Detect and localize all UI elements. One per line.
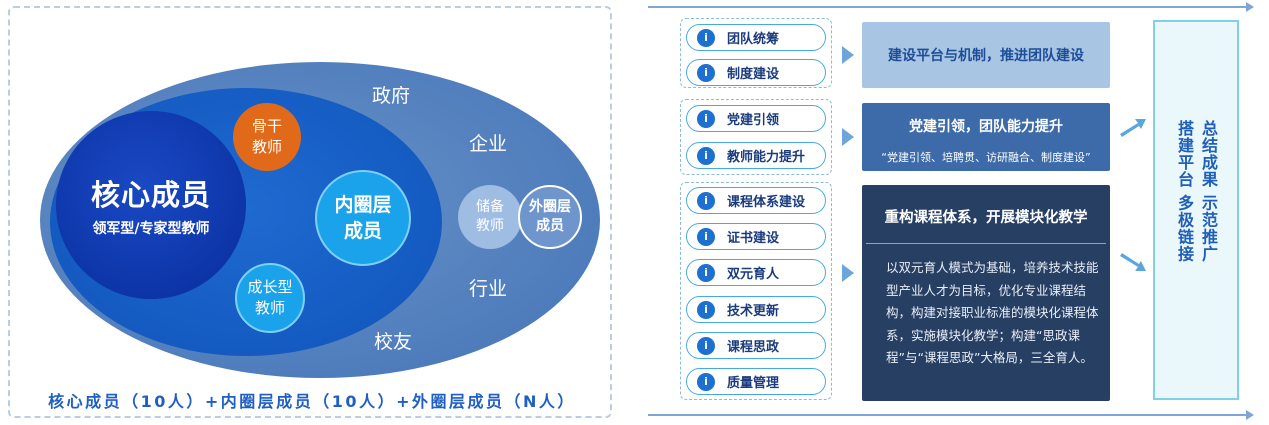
- pill-quality-management: i 质量管理: [686, 368, 826, 395]
- region-government: 政府: [372, 85, 411, 107]
- core-members-title: 核心成员: [90, 178, 211, 212]
- pill-certificate: i 证书建设: [686, 223, 826, 250]
- backbone-label-1: 骨干: [251, 117, 282, 135]
- group-box-3: [680, 182, 832, 400]
- reserve-label-1: 储备: [476, 199, 504, 215]
- pill-teacher-ability: i 教师能力提升: [686, 142, 826, 169]
- bottom-flow-arrow: [648, 410, 1254, 420]
- growth-teacher-circle: 成长型 教师: [235, 263, 305, 333]
- inner-label-2: 成员: [343, 220, 382, 242]
- pill-label: 制度建设: [727, 67, 780, 82]
- curved-arrow-icon: [1120, 119, 1146, 137]
- summary-text-2: 搭建平台 多极链接: [1175, 120, 1194, 263]
- group-box-1: [680, 18, 832, 88]
- inner-label-1: 内圈层: [334, 194, 392, 216]
- group-box-2: [680, 99, 832, 175]
- arrow-right-icon: [842, 264, 854, 282]
- reserve-teacher-circle: 储备 教师: [458, 185, 522, 249]
- pill-label: 教师能力提升: [727, 150, 806, 165]
- summary-box: 总结成果 示范推广 搭建平台 多极链接: [1153, 20, 1239, 400]
- member-count-caption: 核心成员（10人）+内圈层成员（10人）+外圈层成员（N人）: [48, 392, 576, 411]
- growth-label-1: 成长型: [247, 278, 293, 296]
- pill-label: 团队统筹: [727, 32, 780, 47]
- pill-label: 课程思政: [727, 340, 780, 355]
- region-industry: 行业: [469, 278, 508, 300]
- pill-ideological-course: i 课程思政: [686, 332, 826, 359]
- pill-label: 技术更新: [727, 304, 780, 319]
- inner-layer-circle: 内圈层 成员: [315, 170, 411, 266]
- outer-layer-label-1: 外圈层: [529, 199, 571, 215]
- person-icon: i: [697, 146, 715, 165]
- pill-system-building: i 制度建设: [686, 59, 826, 86]
- banner-title: 建设平台与机制，推进团队建设: [888, 48, 1084, 64]
- banner-subtitle: “党建引领、培聘贯、访研融合、制度建设”: [881, 151, 1091, 164]
- person-icon: i: [697, 227, 715, 246]
- reserve-label-2: 教师: [476, 218, 504, 234]
- outer-layer-label-2: 成员: [536, 218, 564, 234]
- top-flow-arrow: [648, 2, 1254, 12]
- summary-text-1: 总结成果 示范推广: [1199, 120, 1218, 263]
- member-structure-panel: 核心成员 领军型/专家型教师 骨干 教师 内圈层 成员 成长型 教师 储备 教师…: [8, 6, 612, 418]
- person-icon: i: [697, 191, 715, 210]
- pill-label: 质量管理: [727, 376, 780, 391]
- banner-body: 以双元育人模式为基础，培养技术技能型产业人才为目标，优化专业课程结构，构建对接职…: [886, 260, 1099, 365]
- person-icon: i: [697, 109, 715, 128]
- banner-curriculum-reform: 重构课程体系，开展模块化教学 以双元育人模式为基础，培养技术技能型产业人才为目标…: [862, 185, 1110, 401]
- core-members-subtitle: 领军型/专家型教师: [92, 221, 210, 237]
- region-alumni: 校友: [374, 331, 413, 353]
- pill-dual-education: i 双元育人: [686, 259, 826, 286]
- arrow-right-icon: [842, 128, 854, 146]
- banner-platform-mechanism: 建设平台与机制，推进团队建设: [862, 22, 1110, 88]
- pill-party-leadership: i 党建引领: [686, 105, 826, 132]
- growth-label-2: 教师: [254, 299, 285, 317]
- pill-label: 证书建设: [727, 231, 780, 246]
- banner-title: 党建引领，团队能力提升: [909, 119, 1063, 135]
- curved-arrow-icon: [1120, 253, 1146, 271]
- person-icon: i: [697, 300, 715, 319]
- pill-tech-update: i 技术更新: [686, 296, 826, 323]
- person-icon: i: [697, 263, 715, 282]
- person-icon: i: [697, 336, 715, 355]
- pill-label: 双元育人: [727, 267, 780, 282]
- banner-party-leadership: 党建引领，团队能力提升 “党建引领、培聘贯、访研融合、制度建设”: [862, 103, 1110, 171]
- core-members-circle: 核心成员 领军型/专家型教师: [56, 111, 246, 299]
- arrow-right-icon: [842, 46, 854, 64]
- pill-label: 党建引领: [727, 113, 780, 128]
- person-icon: i: [697, 28, 715, 47]
- pill-label: 课程体系建设: [727, 195, 806, 210]
- person-icon: i: [697, 372, 715, 391]
- backbone-teacher-circle: 骨干 教师: [233, 103, 301, 171]
- outer-layer-circle: 外圈层 成员: [518, 185, 582, 249]
- pill-team-coordination: i 团队统筹: [686, 24, 826, 51]
- region-enterprise: 企业: [469, 133, 508, 155]
- pill-curriculum-system: i 课程体系建设: [686, 187, 826, 214]
- banner-title: 重构课程体系，开展模块化教学: [884, 210, 1088, 226]
- backbone-label-2: 教师: [251, 138, 282, 156]
- person-icon: i: [697, 63, 715, 82]
- banner-divider: [866, 243, 1106, 244]
